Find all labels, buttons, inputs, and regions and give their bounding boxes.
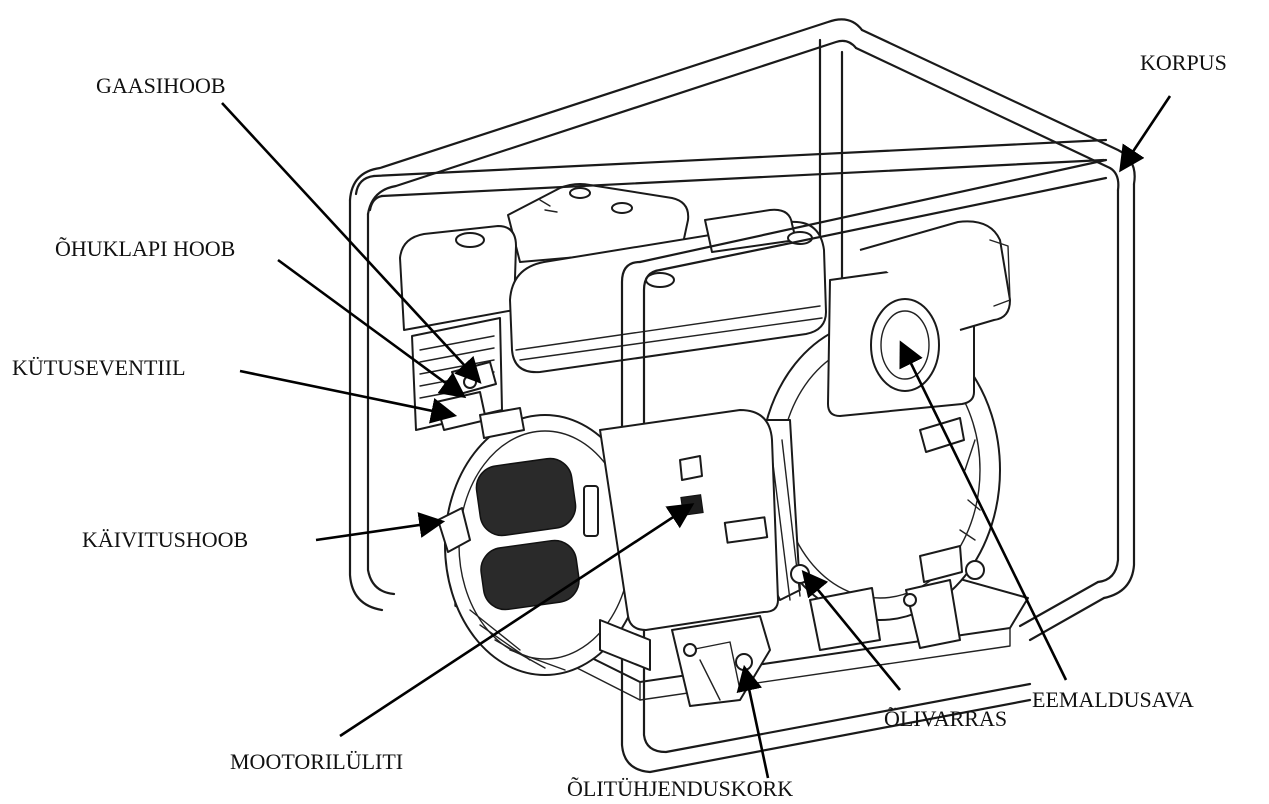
label-ohuklapi-hoob: ÕHUKLAPI HOOB xyxy=(55,236,235,261)
pump-illustration xyxy=(348,18,1136,774)
fuel-tank xyxy=(507,183,690,263)
leader-kaivitushoob xyxy=(315,512,446,542)
label-gaasihoob: GAASIHOOB xyxy=(96,73,226,98)
leader-olitühjenduskork xyxy=(736,664,770,779)
part-labels: KORPUS GAASIHOOB ÕHUKLAPI HOOB KÜTUSEVEN… xyxy=(12,50,1227,801)
recoil-starter xyxy=(437,414,646,676)
label-eemaldusava: EEMALDUSAVA xyxy=(1032,687,1194,712)
leader-mootorilyliti xyxy=(339,503,695,738)
leader-lines xyxy=(221,95,1172,779)
leader-eemaldusava xyxy=(899,340,1068,681)
leader-gaasihoob xyxy=(221,102,482,384)
label-kutuseventiil: KÜTUSEVENTIIL xyxy=(12,355,186,380)
frame-front xyxy=(354,138,1108,774)
label-olitühjenduskork: ÕLITÜHJENDUSKORK xyxy=(567,776,793,801)
label-korpus: KORPUS xyxy=(1140,50,1227,75)
engine-block xyxy=(599,409,779,707)
label-mootorilyliti: MOOTORILÜLITI xyxy=(230,749,403,774)
leader-korpus xyxy=(1119,95,1172,173)
label-kaivitushoob: KÄIVITUSHOOB xyxy=(82,527,248,552)
leader-ohuklapi-hoob xyxy=(277,258,467,399)
engine-cover xyxy=(509,208,827,374)
leader-kutuseventiil xyxy=(239,369,458,424)
label-olivarras: ÕLIVARRAS xyxy=(884,706,1007,731)
leader-olivarras xyxy=(801,569,902,691)
